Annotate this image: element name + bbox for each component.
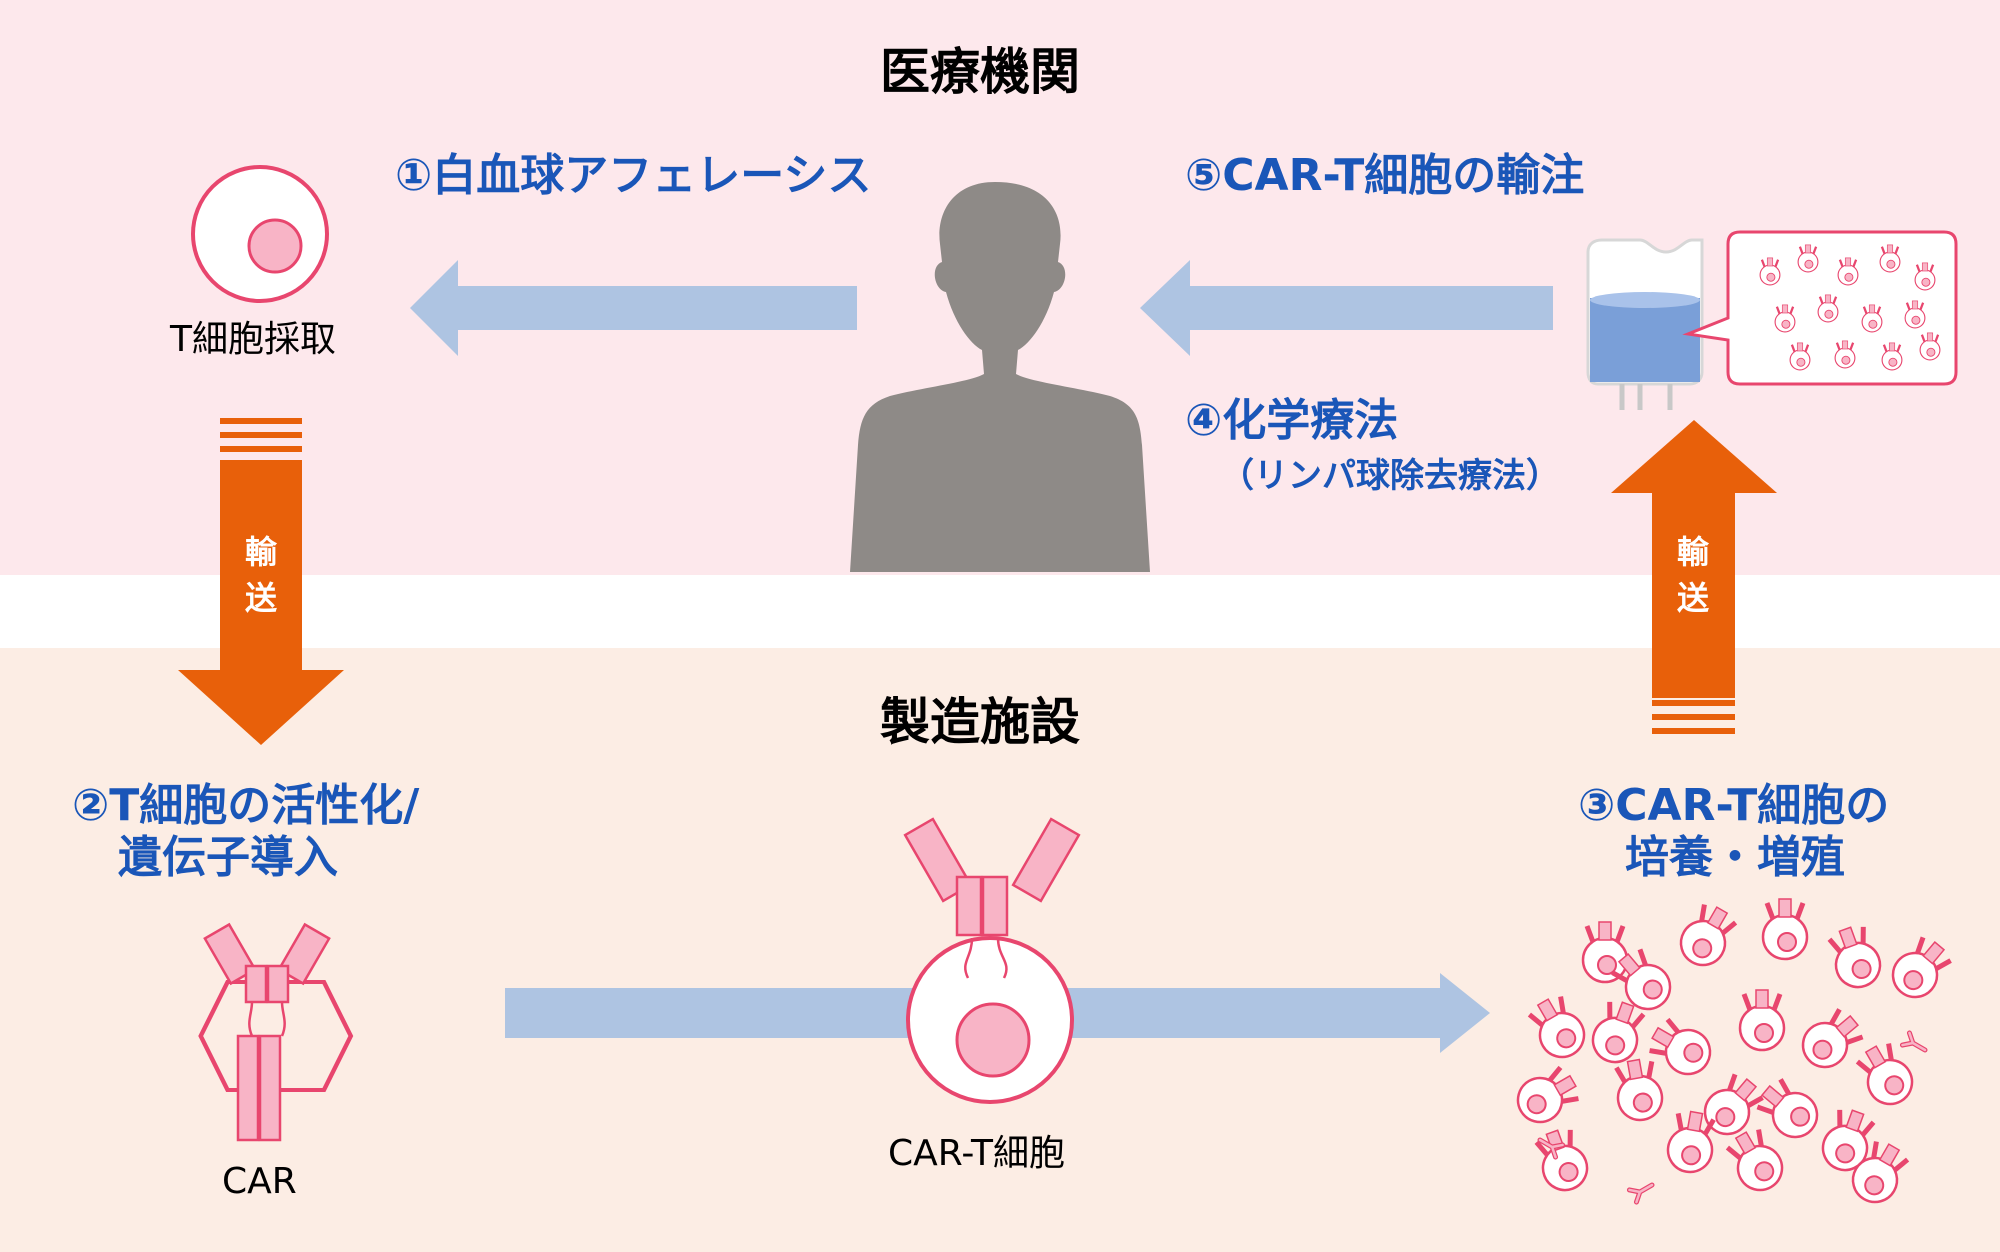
car-label: CAR <box>222 1161 297 1202</box>
car-molecule-icon <box>198 922 354 1142</box>
car-t-cell-mini <box>1796 243 1820 274</box>
section-title-manufacturing: 製造施設 <box>880 693 1080 751</box>
transport-down-arrow <box>178 418 344 745</box>
car-t-cell-mini <box>1816 293 1840 324</box>
infusion-cells-bubble <box>1682 230 1958 386</box>
car-t-cell-mini <box>1583 922 1627 982</box>
patient-icon <box>850 182 1150 572</box>
car-t-cell-mini <box>1880 341 1904 372</box>
step-4-label: ④化学療法 <box>1185 395 1399 446</box>
transport-right-char-1: 輸 <box>1676 533 1709 571</box>
step-3-label-line2: 培養・増殖 <box>1625 832 1845 883</box>
step-5-label: ⑤CAR-T細胞の輸注 <box>1185 150 1585 201</box>
car-t-cell-mini <box>1758 256 1782 287</box>
transport-left-char-1: 輸 <box>244 533 277 571</box>
car-t-cell-mini <box>1788 341 1812 372</box>
car-t-cell-mini <box>1913 261 1937 292</box>
arrow-apheresis <box>410 260 857 356</box>
t-cell-label: T細胞採取 <box>170 319 336 360</box>
step-4-sublabel: （リンパ球除去療法） <box>1220 456 1560 496</box>
car-t-cell-mini <box>1773 303 1797 334</box>
transport-up-arrow <box>1611 420 1777 734</box>
car-t-cell-mini <box>1740 990 1784 1050</box>
arrow-infusion <box>1140 260 1553 356</box>
car-t-cell-mini <box>1833 339 1857 370</box>
car-t-cell-mini <box>1918 331 1942 362</box>
step-2-label-line2: 遺伝子導入 <box>118 832 338 883</box>
step-1-label: ①白血球アフェレーシス <box>395 150 872 201</box>
car-t-cell-mini <box>1878 243 1902 274</box>
car-t-cell-icon <box>903 817 1081 1104</box>
car-t-cell-mini <box>1763 899 1807 959</box>
transport-right-char-2: 送 <box>1676 579 1709 617</box>
car-t-cell-mini <box>1860 303 1884 334</box>
car-t-cell-mini <box>1903 299 1927 330</box>
step-2-label-line1: ②T細胞の活性化/ <box>72 780 420 831</box>
section-title-medical: 医療機関 <box>880 43 1080 101</box>
step-3-label-line1: ③CAR-T細胞の <box>1578 780 1890 831</box>
car-t-cell-mini <box>1836 256 1860 287</box>
car-t-cell-label: CAR-T細胞 <box>888 1133 1065 1174</box>
iv-bag-icon <box>1586 238 1704 410</box>
t-cell-icon <box>191 165 329 303</box>
transport-left-char-2: 送 <box>244 579 277 617</box>
